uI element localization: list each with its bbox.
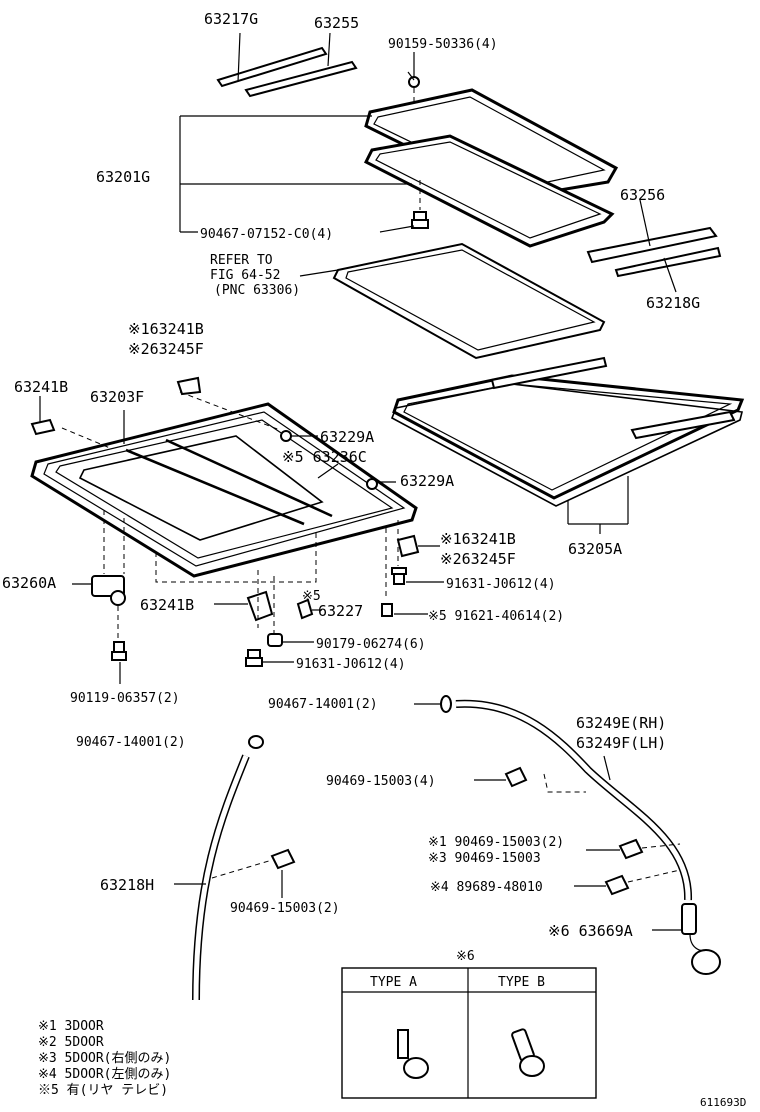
nut-63229A-mid-icon[interactable]	[366, 478, 378, 490]
grommet-89689-icon[interactable]	[604, 874, 630, 896]
legend-item: ※5 有(リヤ テレビ)	[38, 1083, 168, 1098]
label-90467-07152: 90467-07152-C0(4)	[200, 227, 333, 242]
label-63256: 63256	[620, 186, 665, 204]
label-63245F-n2: ※263245F	[128, 340, 204, 358]
label-90119: 90119-06357(2)	[70, 691, 180, 706]
clip-63241B-left-icon[interactable]	[30, 418, 56, 436]
clip-63227-icon[interactable]	[296, 598, 314, 620]
label-63205A: 63205A	[568, 540, 622, 558]
type-b-valve-icon	[511, 1028, 545, 1077]
label-63241B-right: ※163241B	[440, 530, 516, 548]
label-90469-b3: ※3 90469-15003	[428, 851, 541, 866]
type-b-label: TYPE B	[498, 975, 545, 990]
label-mark5: ※5	[302, 589, 321, 604]
bolt-90119-icon[interactable]	[111, 641, 127, 661]
screw-90159-icon[interactable]	[407, 71, 420, 88]
label-63217G: 63217G	[204, 10, 258, 28]
bolt-90467-07152-icon[interactable]	[411, 211, 429, 229]
bolt-91621-icon[interactable]	[381, 603, 393, 617]
label-63245F-right: ※263245F	[440, 550, 516, 568]
clip-63241B-top-icon[interactable]	[176, 376, 202, 396]
drive-motor-63260A[interactable]	[91, 575, 126, 606]
nut-90179-icon[interactable]	[267, 633, 283, 647]
label-90469-b1: ※1 90469-15003(2)	[428, 835, 564, 850]
label-90467-14001-a: 90467-14001(2)	[268, 697, 378, 712]
drain-valve-63669A[interactable]	[681, 903, 721, 975]
label-63249E: 63249E(RH)	[576, 714, 666, 732]
figure-id: 611693D	[700, 1096, 746, 1109]
label-63255: 63255	[314, 14, 359, 32]
hose-clip-90467-b-icon[interactable]	[248, 735, 264, 749]
type-table-note: ※6	[456, 949, 475, 964]
hose-clamp-90469-a-icon[interactable]	[504, 766, 528, 788]
label-63218H: 63218H	[100, 876, 154, 894]
label-90469-a: 90469-15003(4)	[326, 774, 436, 789]
drain-hose-63249[interactable]	[455, 699, 693, 901]
legend-item: ※4 5DOOR(左側のみ)	[38, 1067, 171, 1082]
drain-hose-63218H[interactable]	[192, 754, 250, 1001]
label-63201G: 63201G	[96, 168, 150, 186]
label-91621: ※5 91621-40614(2)	[428, 609, 564, 624]
label-63229A-mid: 63229A	[400, 472, 454, 490]
label-89689: ※4 89689-48010	[430, 880, 543, 895]
nut-63229A-top-icon[interactable]	[280, 430, 292, 442]
deflector-strip-63256[interactable]	[586, 226, 718, 264]
label-63669A: ※6 63669A	[548, 922, 633, 940]
label-91631-bottom: 91631-J0612(4)	[296, 657, 406, 672]
sunroof-glass-63201G[interactable]	[364, 88, 619, 200]
hose-clamp-90469-b-icon[interactable]	[618, 838, 644, 860]
bracket-63241B-bottom-icon[interactable]	[246, 590, 274, 622]
label-63260A: 63260A	[2, 574, 56, 592]
weatherstrip-63217G[interactable]	[216, 46, 328, 88]
label-90467-14001-b: 90467-14001(2)	[76, 735, 186, 750]
label-63241B-n1: ※163241B	[128, 320, 204, 338]
label-63236C: ※5 63236C	[282, 448, 367, 466]
label-91631-right: 91631-J0612(4)	[446, 577, 556, 592]
bolt-91631-right-icon[interactable]	[391, 567, 407, 585]
sunshade-panel[interactable]	[332, 242, 606, 360]
label-63229A-top: 63229A	[320, 428, 374, 446]
bolt-91631-bottom-icon[interactable]	[245, 649, 263, 667]
hose-clamp-90469-c-icon[interactable]	[270, 848, 296, 870]
glass-weatherstrip[interactable]	[363, 134, 615, 248]
label-90179: 90179-06274(6)	[316, 637, 426, 652]
type-a-valve-icon	[397, 1029, 429, 1079]
legend-item: ※1 3DOOR	[38, 1019, 104, 1034]
label-refer-2: FIG 64-52	[210, 268, 280, 283]
sunroof-housing-63203F[interactable]	[30, 402, 418, 578]
label-refer-3: (PNC 63306)	[214, 283, 300, 298]
trim-strip-63218G[interactable]	[614, 246, 722, 278]
label-63241B-left: 63241B	[14, 378, 68, 396]
label-63249F: 63249F(LH)	[576, 734, 666, 752]
label-63218G: 63218G	[646, 294, 700, 312]
legend-item: ※2 5DOOR	[38, 1035, 104, 1050]
label-63203F: 63203F	[90, 388, 144, 406]
drive-frame-63205A[interactable]	[390, 356, 745, 507]
label-63227: 63227	[318, 602, 363, 620]
label-refer-1: REFER TO	[210, 253, 273, 268]
label-90159: 90159-50336(4)	[388, 37, 498, 52]
label-90469-c: 90469-15003(2)	[230, 901, 340, 916]
hose-clip-90467-a-icon[interactable]	[440, 695, 452, 713]
type-a-label: TYPE A	[370, 975, 417, 990]
legend-item: ※3 5DOOR(右側のみ)	[38, 1051, 171, 1066]
clip-63241B-right-icon[interactable]	[396, 534, 420, 558]
weatherstrip-63255[interactable]	[244, 60, 358, 98]
type-table	[341, 967, 597, 1099]
label-63241B-bottom: 63241B	[140, 596, 194, 614]
